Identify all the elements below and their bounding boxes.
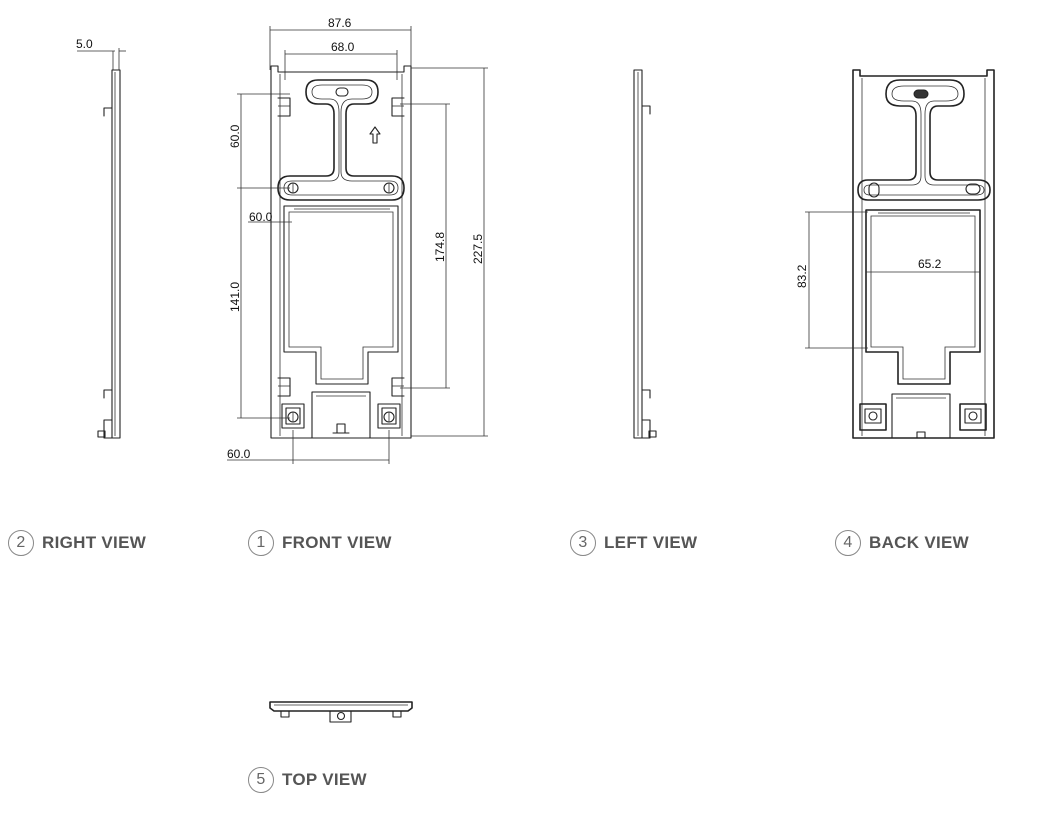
right-view-number: 2: [8, 530, 34, 556]
back-view-number: 4: [835, 530, 861, 556]
front-view-drawing: 87.6 68.0: [227, 16, 488, 464]
front-left-offset-dimension: 60.0: [249, 210, 273, 224]
front-total-height-dimension: 227.5: [471, 234, 485, 264]
left-view-number: 3: [570, 530, 596, 556]
front-lower-height-dimension: 141.0: [228, 282, 242, 312]
top-view-label: 5 TOP VIEW: [248, 767, 367, 793]
left-view-drawing: [633, 69, 657, 439]
back-width-dimension: 65.2: [918, 257, 942, 271]
front-bottom-width-dimension: 60.0: [227, 447, 251, 461]
back-view-drawing: 65.2 83.2: [795, 69, 995, 439]
right-thickness-dimension: 5.0: [76, 37, 93, 51]
back-view-title: BACK VIEW: [869, 533, 969, 552]
back-height-dimension: 83.2: [795, 264, 809, 288]
top-view-title: TOP VIEW: [282, 770, 367, 789]
front-view-title: FRONT VIEW: [282, 533, 392, 552]
right-view-label: 2 RIGHT VIEW: [8, 530, 146, 556]
left-view-label: 3 LEFT VIEW: [570, 530, 697, 556]
right-view-title: RIGHT VIEW: [42, 533, 147, 552]
left-view-title: LEFT VIEW: [604, 533, 698, 552]
top-view-drawing: [269, 701, 413, 723]
front-inner-width-dimension: 68.0: [331, 40, 355, 54]
front-mid-height-dimension: 174.8: [433, 232, 447, 262]
front-view-label: 1 FRONT VIEW: [248, 530, 392, 556]
front-width-dimension: 87.6: [328, 16, 352, 30]
front-top-offset-dimension: 60.0: [228, 124, 242, 148]
front-view-number: 1: [248, 530, 274, 556]
right-view-drawing: 5.0: [76, 37, 126, 439]
top-view-number: 5: [248, 767, 274, 793]
back-view-label: 4 BACK VIEW: [835, 530, 969, 556]
